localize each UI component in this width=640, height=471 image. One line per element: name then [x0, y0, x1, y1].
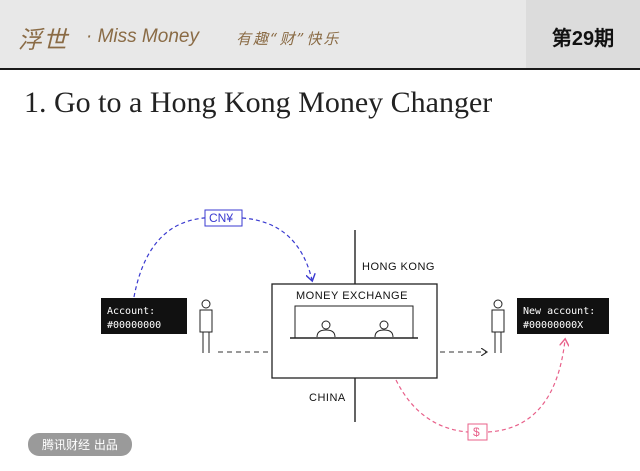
teller-right-icon: [374, 320, 394, 338]
teller-left-icon: [316, 320, 336, 338]
currency-in-label: CN¥: [209, 211, 233, 225]
issue-box: 第29期: [526, 0, 640, 68]
series-name: · Miss Money: [86, 26, 199, 47]
account-old-number: #00000000: [107, 320, 161, 331]
exchange-label: MONEY EXCHANGE: [296, 290, 408, 302]
currency-in-box: [204, 209, 243, 227]
person-left-icon: [199, 299, 213, 353]
footer-credit-badge: 腾讯财经 出品: [28, 433, 132, 456]
brand-logo: 浮世: [18, 26, 68, 54]
person-right-icon: [491, 299, 505, 353]
page-title: 1. Go to a Hong Kong Money Changer: [24, 86, 493, 119]
account-new-box: [517, 298, 609, 334]
currency-out-label: $: [473, 425, 480, 439]
account-old-label: Account:: [107, 306, 155, 317]
account-old-box: [101, 298, 187, 334]
region-hong-kong: HONG KONG: [362, 261, 435, 273]
account-new-number: #00000000X: [523, 320, 583, 331]
slogan: 有趣“财”快乐: [236, 30, 341, 48]
currency-out-box: [467, 423, 488, 441]
exchange-window: [294, 305, 414, 339]
header-bar: 浮世 · Miss Money 有趣“财”快乐 第29期: [0, 0, 640, 70]
flow-in-arc: [133, 217, 312, 298]
account-new-label: New account:: [523, 306, 595, 317]
flow-out-arc: [395, 340, 565, 433]
issue-number: 第29期: [551, 28, 615, 50]
region-china: CHINA: [309, 392, 346, 404]
